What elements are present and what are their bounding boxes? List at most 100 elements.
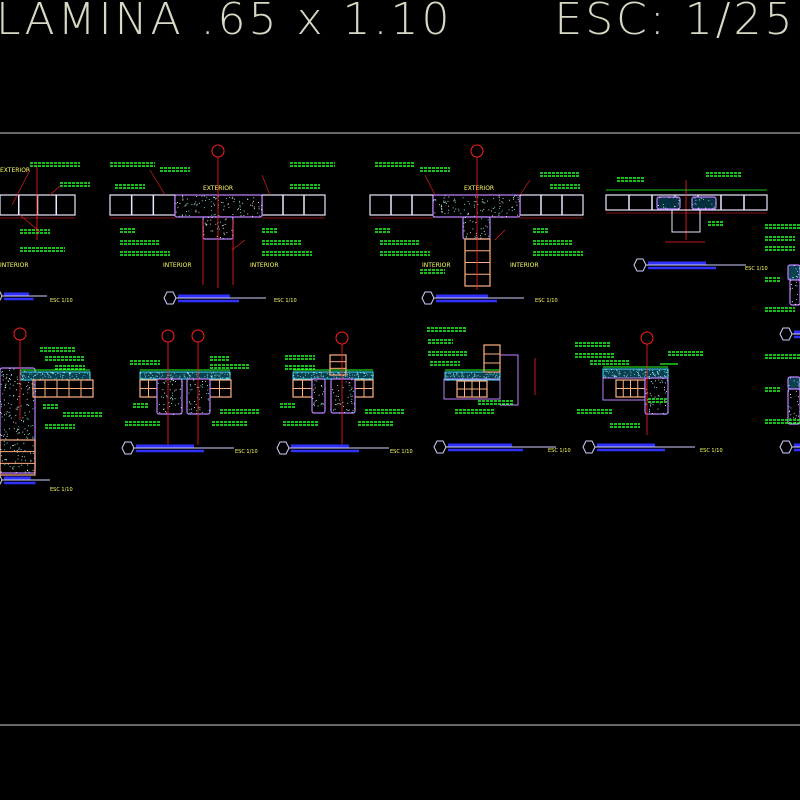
aggregate-dot — [253, 197, 255, 199]
aggregate-dot — [216, 222, 218, 224]
slab-dot — [492, 374, 494, 376]
aggregate-dot — [28, 405, 30, 406]
aggregate-dot — [196, 203, 198, 205]
aggregate-dot — [434, 212, 436, 214]
slab-dot — [219, 377, 221, 379]
slab-dot — [302, 377, 304, 379]
sheet-title: LAMINA .65 x 1.10 ESC: 1/25 — [0, 0, 796, 45]
aggregate-dot — [194, 407, 195, 408]
aggregate-dot — [18, 406, 20, 408]
aggregate-dot — [8, 415, 10, 417]
aggregate-dot — [463, 226, 465, 228]
aggregate-dot — [17, 408, 19, 410]
slab-dot — [211, 377, 213, 378]
aggregate-dot — [260, 204, 262, 206]
aggregate-dot — [797, 404, 799, 406]
slab-dot — [211, 376, 213, 378]
slab-dot — [342, 376, 344, 378]
aggregate-dot — [9, 368, 11, 370]
aggregate-dot — [667, 411, 669, 413]
aggregate-dot — [1, 460, 3, 462]
slab-dot — [355, 374, 357, 376]
slab-dot — [471, 377, 473, 378]
slab-dot — [32, 378, 34, 380]
aggregate-dot — [652, 382, 654, 384]
concrete-section — [311, 378, 326, 414]
aggregate-dot — [652, 413, 653, 415]
slab-dot — [207, 376, 208, 378]
aggregate-dot — [27, 384, 29, 386]
aggregate-dot — [443, 197, 445, 199]
concrete-section — [789, 279, 800, 306]
slab-dot — [315, 373, 317, 374]
slab-dot — [25, 377, 27, 379]
aggregate-dot — [698, 207, 700, 209]
slab-dot — [609, 370, 610, 372]
aggregate-dot — [6, 411, 8, 413]
slab-dot — [188, 374, 190, 376]
slab-dot — [198, 372, 200, 374]
aggregate-dot — [222, 227, 224, 229]
aggregate-dot — [177, 206, 179, 208]
slab-dot — [34, 375, 35, 377]
aggregate-dot — [182, 199, 184, 201]
aggregate-dot — [333, 392, 335, 394]
aggregate-dot — [343, 405, 344, 407]
slab-dot — [159, 377, 161, 379]
slab-dot — [52, 372, 54, 374]
slab-dot — [448, 379, 450, 380]
aggregate-dot — [15, 471, 17, 473]
aggregate-dot — [646, 388, 647, 390]
aggregate-dot — [231, 230, 233, 232]
aggregate-dot — [664, 386, 665, 388]
aggregate-dot — [659, 403, 661, 405]
aggregate-dot — [20, 419, 22, 421]
aggregate-dot — [14, 380, 16, 382]
slab-dot — [624, 372, 626, 374]
aggregate-dot — [492, 208, 494, 209]
slab-dot — [370, 375, 372, 376]
slab-dot — [604, 370, 606, 372]
leader-line — [149, 169, 166, 196]
slab-dot — [215, 375, 217, 377]
slab-dot — [214, 376, 216, 378]
slab-dot — [57, 373, 59, 374]
slab-dot — [476, 375, 478, 377]
slab-dot — [22, 375, 24, 377]
aggregate-dot — [2, 371, 4, 372]
aggregate-dot — [350, 389, 352, 390]
aggregate-dot — [231, 234, 233, 236]
aggregate-dot — [441, 209, 443, 210]
slab-dot — [298, 378, 300, 380]
slab-dot — [22, 374, 24, 376]
slab-dot — [615, 375, 617, 377]
aggregate-dot — [444, 212, 446, 214]
slab-dot — [471, 372, 472, 374]
aggregate-dot — [501, 216, 503, 218]
aggregate-dot — [18, 426, 20, 428]
aggregate-dot — [253, 208, 255, 210]
aggregate-dot — [489, 222, 490, 224]
aggregate-dot — [177, 202, 178, 204]
slab-dot — [322, 376, 324, 378]
slab-dot — [338, 372, 340, 374]
aggregate-dot — [482, 199, 484, 200]
aggregate-dot — [795, 285, 797, 286]
slab-dot — [211, 375, 212, 377]
aggregate-dot — [789, 418, 791, 419]
slab-dot — [222, 378, 223, 380]
aggregate-dot — [313, 389, 315, 391]
aggregate-dot — [204, 222, 206, 224]
slab-dot — [320, 373, 322, 375]
aggregate-dot — [252, 215, 254, 217]
slab-dot — [141, 377, 143, 379]
slab-dot — [667, 375, 669, 377]
slab-dot — [641, 369, 643, 371]
slab-dot — [42, 373, 43, 374]
aggregate-dot — [5, 438, 7, 440]
aggregate-dot — [182, 198, 184, 200]
slab-dot — [451, 375, 453, 377]
aggregate-dot — [239, 200, 241, 202]
aggregate-dot — [16, 443, 18, 445]
slab-dot — [48, 375, 50, 376]
